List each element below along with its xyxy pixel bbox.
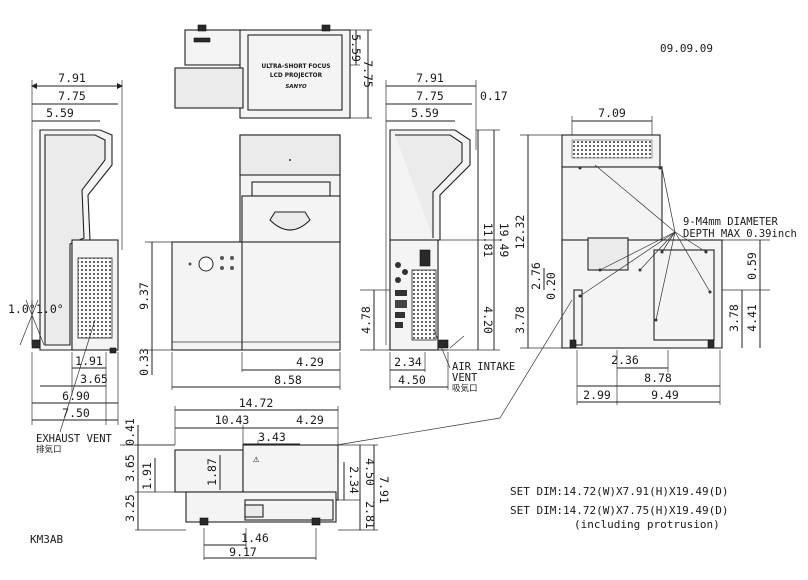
brand-logo: SANYO <box>285 84 307 90</box>
dim-right-559: 5.59 <box>411 106 439 120</box>
dim-right-775: 7.75 <box>416 89 444 103</box>
dim-rear-325: 3.25 <box>123 494 137 522</box>
dim-front-937: 9.37 <box>137 282 151 310</box>
dim-bottom-949: 9.49 <box>651 388 679 402</box>
dim-front-858: 8.58 <box>274 373 302 387</box>
dim-left-angle-2: 1.0° <box>36 302 64 316</box>
set-dim-line2: SET DIM:14.72(W)X7.75(H)X19.49(D) <box>510 504 729 517</box>
set-dim-line1: SET DIM:14.72(W)X7.91(H)X19.49(D) <box>510 485 729 498</box>
dim-right-234: 2.34 <box>394 355 422 369</box>
product-label-line2: LCD PROJECTOR <box>270 73 323 79</box>
set-dim-line2-note: (including protrusion) <box>574 518 720 531</box>
dim-front-033: 0.33 <box>137 348 151 376</box>
dim-rear-1043: 10.43 <box>215 413 250 427</box>
dim-left-559: 5.59 <box>46 106 74 120</box>
dim-rear-429: 4.29 <box>296 413 324 427</box>
dim-rear-791: 7.91 <box>377 476 391 504</box>
top-view: ULTRA-SHORT FOCUS LCD PROJECTOR SANYO 5.… <box>174 24 375 119</box>
dim-rear-191: 1.91 <box>140 462 154 490</box>
dim-left-775: 7.75 <box>58 89 86 103</box>
drawing-code: KM3AB <box>30 533 63 546</box>
dim-right-017: 0.17 <box>480 89 508 103</box>
dim-rear-041: 0.41 <box>123 418 137 446</box>
dim-rear-187: 1.87 <box>205 458 219 486</box>
dim-left-365: 3.65 <box>80 372 108 386</box>
dim-left-750: 7.50 <box>62 406 90 420</box>
dim-bottom-1232: 12.32 <box>513 215 527 250</box>
dim-front-429: 4.29 <box>296 355 324 369</box>
dim-rear-343: 3.43 <box>258 430 286 444</box>
warning-mark: ⚠ <box>253 453 260 465</box>
dim-rear-365: 3.65 <box>123 454 137 482</box>
dim-right-450: 4.50 <box>398 373 426 387</box>
dim-right-791: 7.91 <box>416 71 444 85</box>
dim-right-478: 4.78 <box>359 306 373 334</box>
exhaust-vent-label: EXHAUST VENT <box>36 433 113 445</box>
dim-bottom-709: 7.09 <box>598 106 626 120</box>
dim-left-191: 1.91 <box>75 354 103 368</box>
dim-rear-1472: 14.72 <box>239 396 274 410</box>
screw-note-line1: 9-M4mm DIAMETER <box>683 216 779 228</box>
dim-rear-146: 1.46 <box>241 531 269 545</box>
right-side-view: 7.91 7.75 0.17 5.59 11.81 19.49 <box>359 71 515 394</box>
front-view: 9.37 0.33 4.29 8.58 <box>137 134 341 390</box>
dim-rear-917: 9.17 <box>229 545 257 559</box>
dim-rear-234: 2.34 <box>347 466 361 494</box>
dim-bottom-878: 8.78 <box>644 371 672 385</box>
left-side-view: 7.91 7.75 5.59 1.0° 1.0° 1.91 3.65 6.90 … <box>8 71 175 455</box>
bottom-grill <box>571 139 653 159</box>
dim-bottom-378-left: 3.78 <box>513 306 527 334</box>
dim-bottom-059: 0.59 <box>745 252 759 280</box>
screw-note-line2: DEPTH MAX 0.39inch <box>683 228 797 240</box>
product-label-line1: ULTRA-SHORT FOCUS <box>262 64 331 70</box>
rear-view: 14.72 10.43 4.29 3.43 ⚠ 0.41 3.65 1.91 1… <box>123 396 391 560</box>
dim-left-791: 7.91 <box>58 71 86 85</box>
dim-bottom-441: 4.41 <box>745 304 759 332</box>
rear-ports <box>395 262 408 328</box>
dim-right-1181: 11.81 <box>481 223 495 258</box>
dim-top-559: 5.59 <box>349 34 363 62</box>
drawing-date: 09.09.09 <box>660 42 713 55</box>
dim-bottom-276: 2.76 <box>529 262 543 290</box>
dim-left-690: 6.90 <box>62 389 90 403</box>
bottom-view: 7.09 9-M4mm DIAMETER DEPTH MAX 0. <box>257 106 797 459</box>
dim-right-1949: 19.49 <box>497 223 511 258</box>
dim-top-775: 7.75 <box>361 60 375 88</box>
dim-bottom-020: 0.20 <box>544 272 558 300</box>
air-intake-label: AIR INTAKE <box>452 361 515 373</box>
vent-label: VENT <box>452 372 478 384</box>
dim-left-angle-1: 1.0° <box>8 302 36 316</box>
dim-right-420: 4.20 <box>481 306 495 334</box>
dim-rear-281: 2.81 <box>363 501 377 529</box>
dim-bottom-236: 2.36 <box>611 353 639 367</box>
dim-bottom-299: 2.99 <box>583 388 611 402</box>
exhaust-vent-label-jp: 排気口 <box>36 444 62 455</box>
dim-bottom-378-right: 3.78 <box>727 304 741 332</box>
air-intake-label-jp: 吸気口 <box>452 383 478 394</box>
dim-rear-450: 4.50 <box>363 458 377 486</box>
